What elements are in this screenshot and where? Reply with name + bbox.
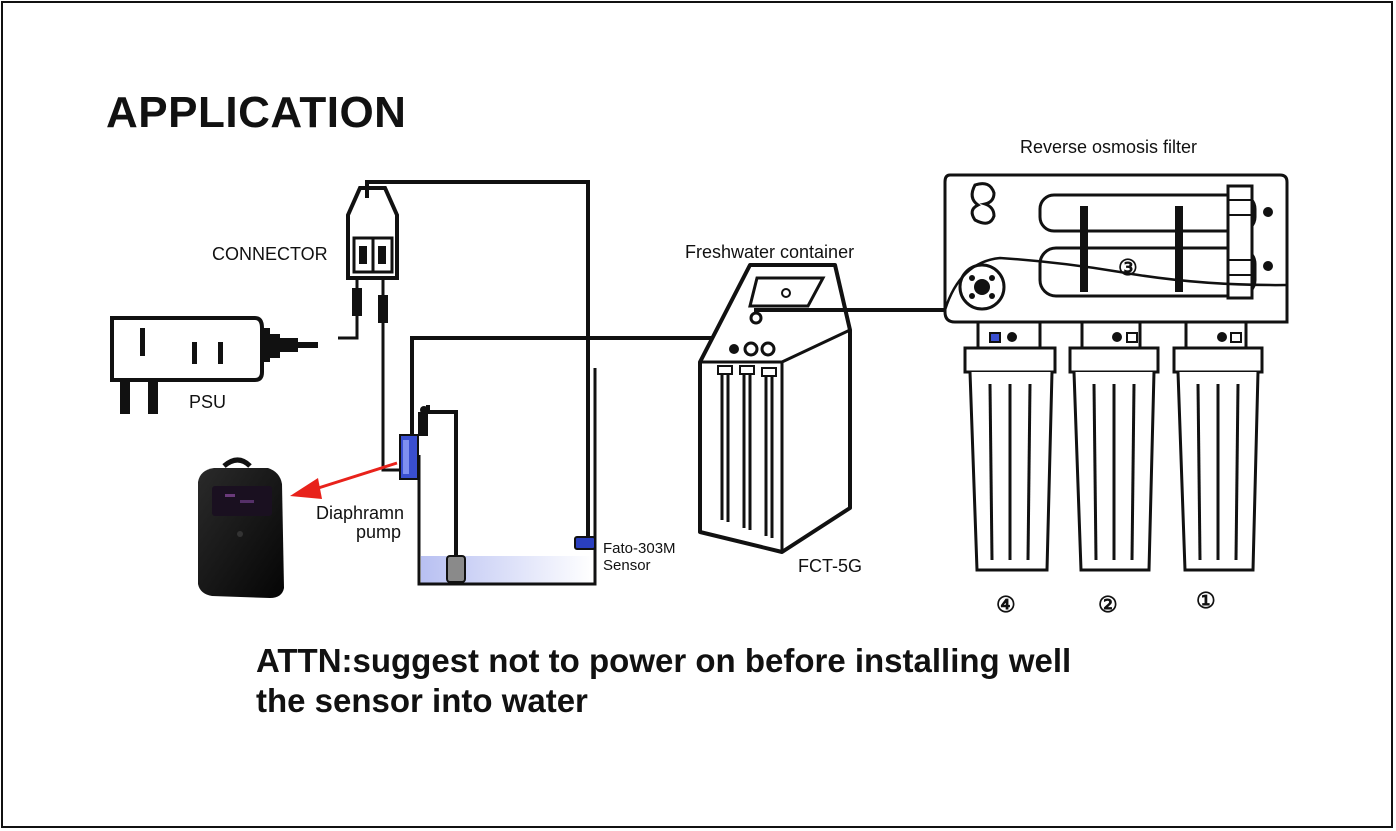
freshwater-container-icon	[698, 263, 992, 554]
psu-label: PSU	[189, 392, 227, 412]
cable-icon	[365, 180, 590, 540]
ro-filter-label: Reverse osmosis filter	[1020, 137, 1198, 157]
attention-note-line1: ATTN:suggest not to power on before inst…	[256, 642, 1072, 679]
filter-number-3: ③	[1118, 255, 1138, 280]
filter-number-2: ②	[1098, 592, 1118, 617]
diaphragm-pump-label-line1: Diaphramn	[316, 503, 405, 523]
filter-housing-2	[1068, 320, 1160, 572]
fct-label: FCT-5G	[798, 556, 863, 576]
ro-filter-icon	[943, 173, 1289, 572]
diaphragm-pump-label-line2: pump	[356, 522, 402, 542]
sensor-icon	[574, 536, 596, 550]
attention-note: ATTN:suggest not to power on before inst…	[256, 641, 1071, 721]
attention-note-line2: the sensor into water	[256, 682, 588, 719]
filter-housing-4	[963, 320, 1057, 572]
sensor-label-line1: Fato-303M	[603, 540, 676, 557]
filter-housing-1	[1172, 320, 1264, 572]
connector-icon	[338, 186, 399, 340]
diaphragm-pump-label: Diaphramn pump	[316, 504, 404, 542]
diaphragm-pump-inline-icon	[399, 336, 739, 480]
filter-number-4: ④	[996, 592, 1016, 617]
diaphragm-pump-photo-icon	[198, 457, 284, 598]
water-tank-icon	[417, 368, 597, 586]
filter-number-1: ①	[1196, 588, 1216, 613]
sensor-label-line2: Sensor	[603, 557, 651, 574]
freshwater-container-label: Freshwater container	[685, 242, 855, 262]
arrow-icon	[290, 461, 398, 499]
page-title: APPLICATION	[106, 88, 407, 137]
psu-icon	[110, 316, 318, 414]
sensor-label: Fato-303M Sensor	[603, 540, 676, 574]
connector-label: CONNECTOR	[212, 244, 328, 264]
